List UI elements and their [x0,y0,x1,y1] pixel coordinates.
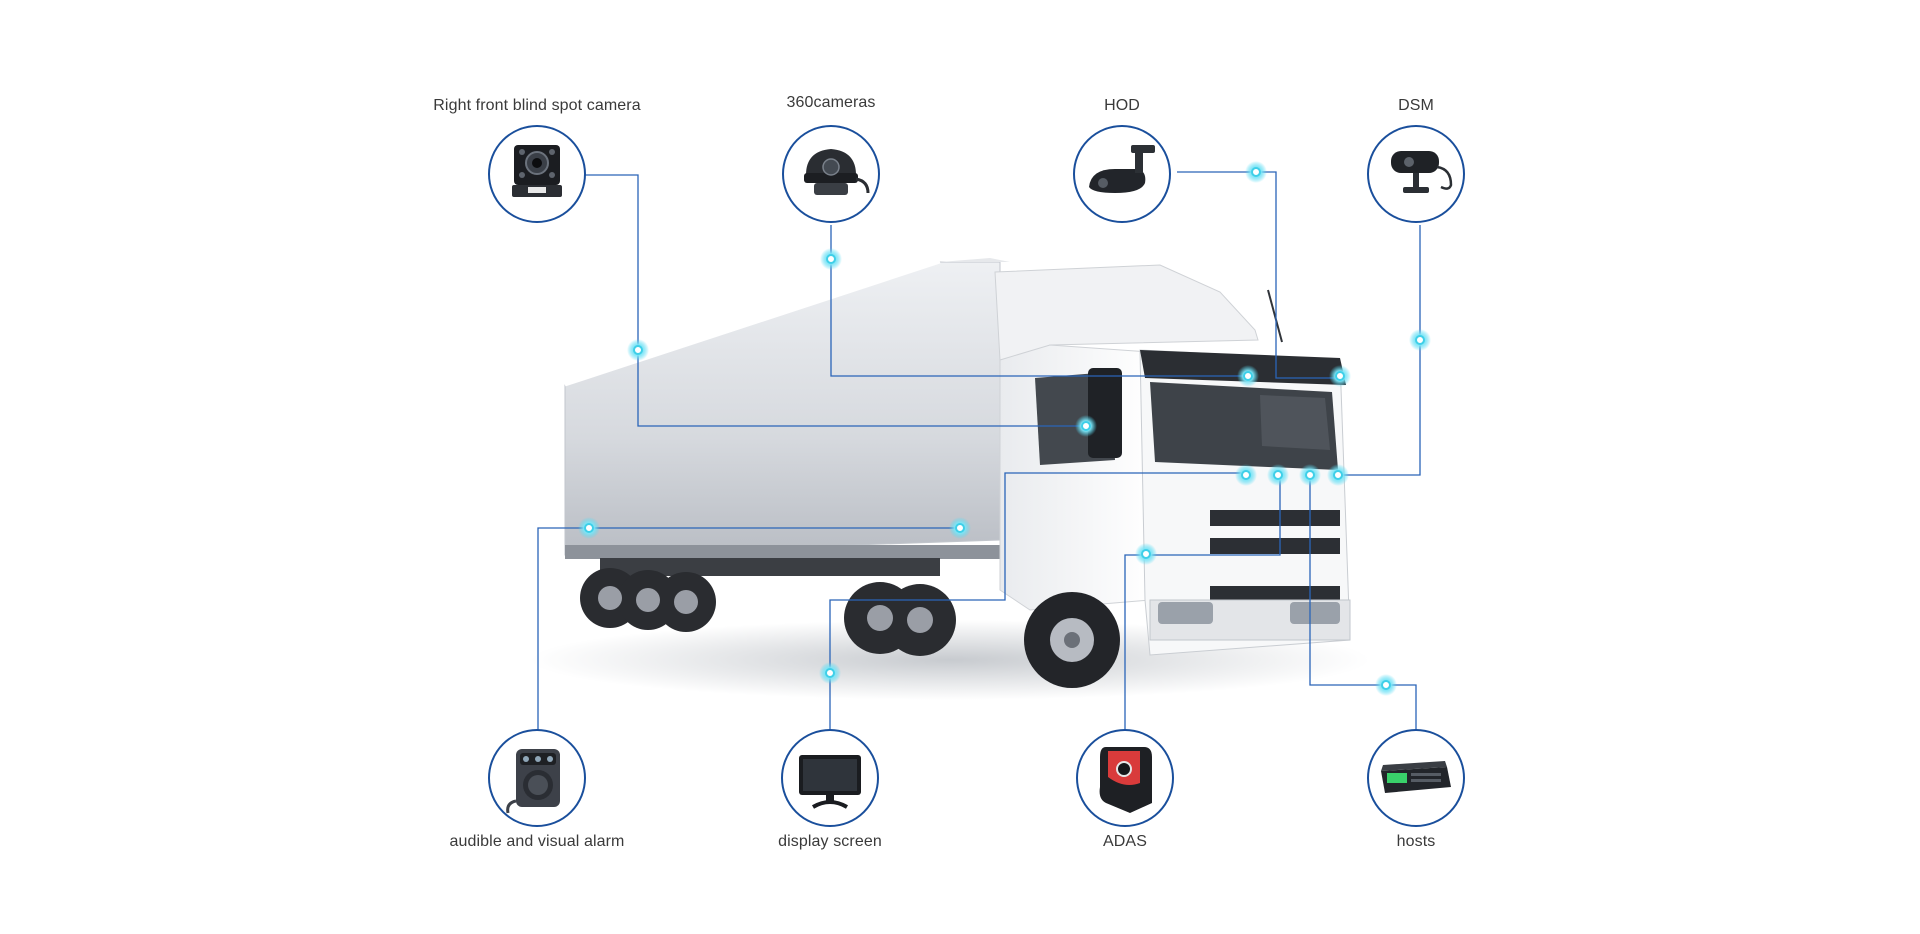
label-360-cameras: 360cameras [786,94,876,111]
connector-lines [537,171,1421,730]
dome-camera-icon [804,149,870,195]
dsm-node[interactable] [1367,125,1465,223]
label-display: display screen [778,833,882,850]
square-camera-icon [512,145,562,197]
truck-cab [994,264,1351,688]
truck-trailer [564,258,1010,656]
adas-node[interactable] [1076,729,1174,827]
label-adas: ADAS [1103,833,1147,850]
label-hod: HOD [1104,97,1140,114]
glow-nodes [578,161,1431,696]
label-dsm: DSM [1398,97,1434,114]
mdvr-host-icon [1381,761,1451,793]
right-front-camera-node[interactable] [488,125,586,223]
label-alarm: audible and visual alarm [449,833,625,850]
hosts-node[interactable] [1367,729,1465,827]
cameras-360-node[interactable] [782,125,880,223]
label-right-front-camera: Right front blind spot camera [433,97,641,114]
speaker-alarm-icon [506,749,560,814]
display-node[interactable] [781,729,879,827]
driver-monitor-camera-icon [1391,151,1453,193]
alarm-node[interactable] [488,729,586,827]
monitor-icon [799,755,861,809]
adas-camera-icon [1099,747,1152,813]
hod-node[interactable] [1073,125,1171,223]
mirror-camera-icon [1089,145,1155,193]
label-hosts: hosts [1396,833,1436,850]
